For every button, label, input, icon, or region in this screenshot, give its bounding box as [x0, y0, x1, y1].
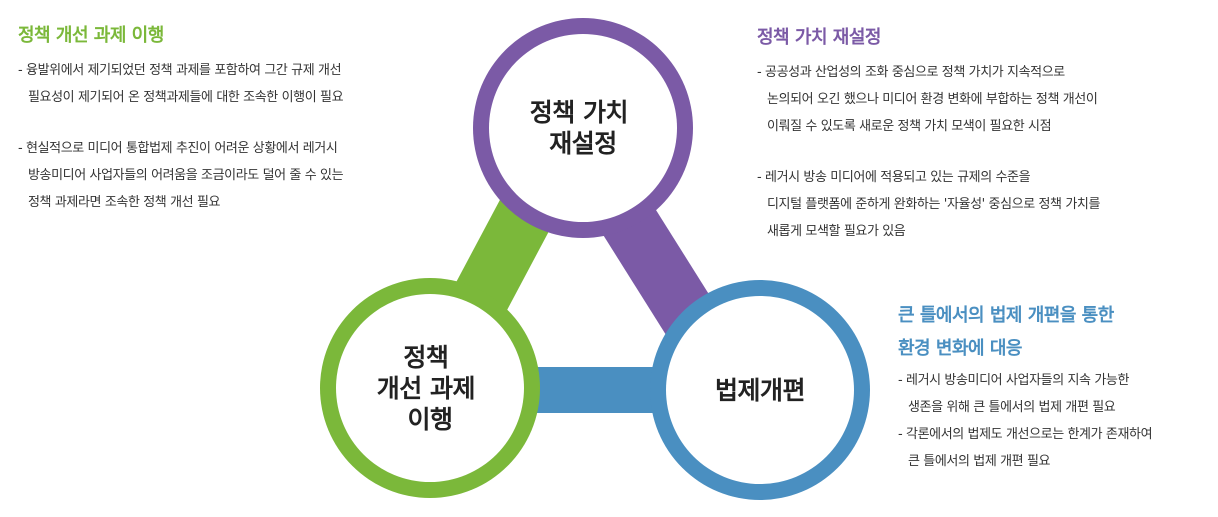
bullet-line: 필요성이 제기되어 온 정책과제들에 대한 조속한 이행이 필요 — [28, 90, 344, 105]
bullet-line: 방송미디어 사업자들의 어려움을 조금이라도 덜어 줄 수 있는 — [28, 168, 344, 183]
circle-policy-value-line-1: 정책 가치 — [530, 98, 628, 127]
bullet-item: - 현실적으로 미디어 통합법제 추진이 어려운 상황에서 레거시 방송미디어 … — [18, 135, 344, 216]
bullet-item: - 레거시 방송 미디어에 적용되고 있는 규제의 수준을 디지털 플랫폼에 준… — [757, 164, 1100, 245]
bullet-line: 디지털 플랫폼에 준하게 완화하는 '자율성' 중심으로 정책 가치를 — [767, 197, 1101, 212]
circle-policy-tasks-line-3: 이행 — [407, 405, 452, 434]
section-law-reform: 큰 틀에서의 법제 개편을 통한 환경 변화에 대응 - 레거시 방송미디어 사… — [898, 299, 1153, 475]
bullet-item: - 각론에서의 법제도 개선으로는 한계가 존재하여 큰 틀에서의 법제 개편 … — [898, 421, 1153, 475]
circle-policy-value: 정책 가치 재설정 — [473, 18, 693, 238]
bullet-line: 새롭게 모색할 필요가 있음 — [767, 224, 906, 239]
bullet-line: - 레거시 방송미디어 사업자들의 지속 가능한 — [898, 373, 1130, 388]
section-law-reform-title-line-2: 환경 변화에 대응 — [898, 338, 1022, 359]
bullet-line: 논의되어 오긴 했으나 미디어 환경 변화에 부합하는 정책 개선이 — [767, 92, 1098, 107]
circle-law-reform: 법제개편 — [650, 280, 870, 500]
bullet-line: 이뤄질 수 있도록 새로운 정책 가치 모색이 필요한 시점 — [767, 119, 1052, 134]
bullet-item: - 융발위에서 제기되었던 정책 과제를 포함하여 그간 규제 개선 필요성이 … — [18, 57, 344, 111]
svg-text:정책 가치 재설정: 정책 가치 재설정 — [530, 98, 636, 158]
svg-text:정책 개선 과제 이행: 정책 개선 과제 이행 — [377, 343, 483, 434]
bullet-item: - 공공성과 산업성의 조화 중심으로 정책 가치가 지속적으로 논의되어 오긴… — [757, 59, 1100, 140]
section-policy-value: 정책 가치 재설정 - 공공성과 산업성의 조화 중심으로 정책 가치가 지속적… — [757, 23, 1100, 245]
section-law-reform-title-line-1: 큰 틀에서의 법제 개편을 통한 — [898, 305, 1114, 326]
bullet-line: - 공공성과 산업성의 조화 중심으로 정책 가치가 지속적으로 — [757, 65, 1065, 80]
bullet-line: 정책 과제라면 조속한 정책 개선 필요 — [28, 195, 221, 210]
bullet-line: 큰 틀에서의 법제 개편 필요 — [908, 454, 1051, 469]
bullet-line: - 융발위에서 제기되었던 정책 과제를 포함하여 그간 규제 개선 — [18, 63, 342, 78]
bullet-line: - 각론에서의 법제도 개선으로는 한계가 존재하여 — [898, 427, 1153, 442]
bullet-item: - 레거시 방송미디어 사업자들의 지속 가능한 생존을 위해 큰 틀에서의 법… — [898, 367, 1152, 421]
circle-policy-tasks-line-1: 정책 — [403, 343, 448, 372]
svg-text:법제개편: 법제개편 — [715, 376, 805, 405]
bullet-line: 생존을 위해 큰 틀에서의 법제 개편 필요 — [908, 400, 1116, 415]
section-policy-value-title: 정책 가치 재설정 — [757, 27, 881, 48]
section-policy-tasks-title: 정책 개선 과제 이행 — [18, 25, 164, 46]
section-policy-tasks: 정책 개선 과제 이행 - 융발위에서 제기되었던 정책 과제를 포함하여 그간… — [18, 21, 344, 216]
bullet-line: - 레거시 방송 미디어에 적용되고 있는 규제의 수준을 — [757, 170, 1031, 185]
circle-policy-tasks: 정책 개선 과제 이행 — [320, 278, 540, 498]
section-law-reform-title: 큰 틀에서의 법제 개편을 통한 환경 변화에 대응 — [898, 299, 1152, 365]
circle-policy-value-line-2: 재설정 — [549, 129, 617, 158]
circle-law-reform-line-1: 법제개편 — [715, 376, 805, 405]
bullet-line: - 현실적으로 미디어 통합법제 추진이 어려운 상황에서 레거시 — [18, 141, 338, 156]
circle-policy-tasks-line-2: 개선 과제 — [377, 374, 475, 403]
